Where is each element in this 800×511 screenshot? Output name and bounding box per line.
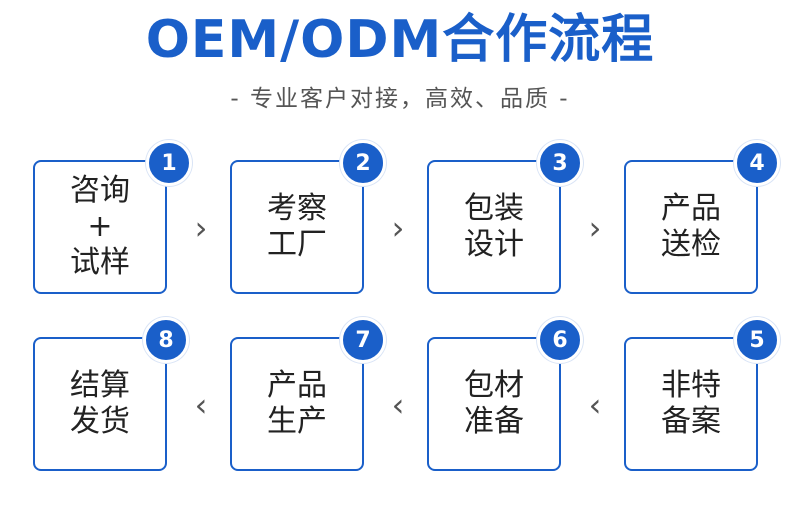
page-title: OEM/ODM合作流程 xyxy=(145,10,655,70)
step-card-7: 产品 生产 xyxy=(230,337,364,471)
step-label: 咨询 + 试样 xyxy=(70,173,130,280)
step-number-badge: 7 xyxy=(340,317,386,363)
step-card-5: 非特 备案 xyxy=(624,337,758,471)
step-card-3: 包装 设计 xyxy=(427,160,561,294)
step-card-6: 包材 准备 xyxy=(427,337,561,471)
step-label: 非特 备案 xyxy=(661,368,721,439)
step-number-badge: 8 xyxy=(143,317,189,363)
step-number-badge: 3 xyxy=(537,140,583,186)
step-label: 考察 工厂 xyxy=(267,191,327,262)
step-number-badge: 6 xyxy=(537,317,583,363)
step-number-badge: 5 xyxy=(734,317,780,363)
step-card-4: 产品 送检 xyxy=(624,160,758,294)
step-card-1: 咨询 + 试样 xyxy=(33,160,167,294)
page-subtitle: - 专业客户对接，高效、品质 - xyxy=(230,86,570,112)
step-label: 产品 送检 xyxy=(661,191,721,262)
step-label: 结算 发货 xyxy=(70,368,130,439)
step-card-8: 结算 发货 xyxy=(33,337,167,471)
arrow-left-icon: ‹ xyxy=(194,386,208,424)
arrow-left-icon: ‹ xyxy=(588,386,602,424)
arrow-right-icon: › xyxy=(588,209,602,247)
step-label: 包材 准备 xyxy=(464,368,524,439)
arrow-left-icon: ‹ xyxy=(391,386,405,424)
arrow-right-icon: › xyxy=(194,209,208,247)
step-card-2: 考察 工厂 xyxy=(230,160,364,294)
step-number-badge: 1 xyxy=(146,140,192,186)
step-label: 包装 设计 xyxy=(464,191,524,262)
step-number-badge: 2 xyxy=(340,140,386,186)
arrow-right-icon: › xyxy=(391,209,405,247)
step-label: 产品 生产 xyxy=(267,368,327,439)
step-number-badge: 4 xyxy=(734,140,780,186)
